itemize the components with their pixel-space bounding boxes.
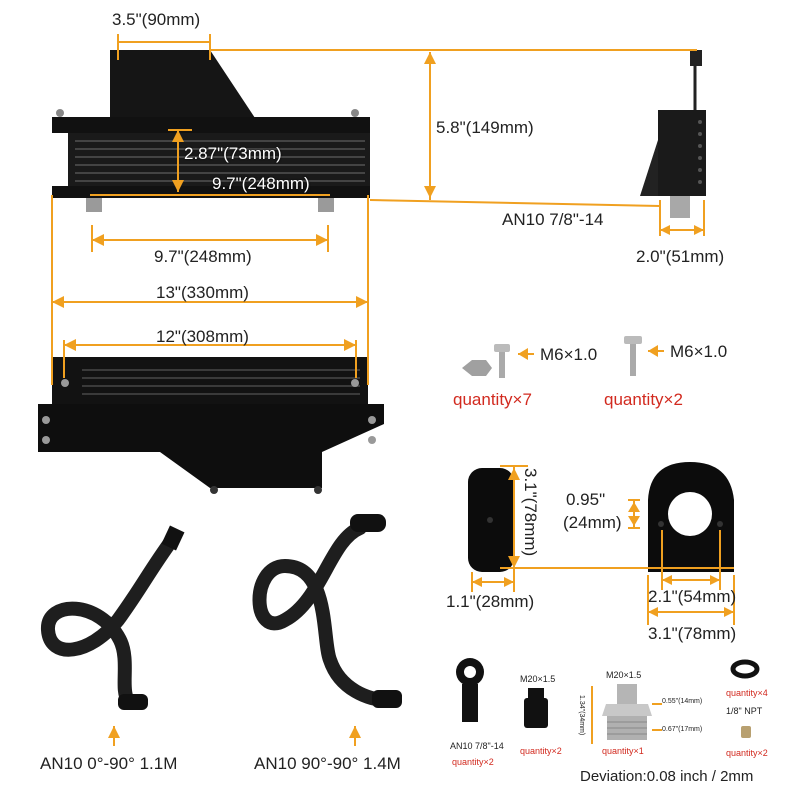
adapter-thickness-label: 1.1"(28mm)	[446, 592, 535, 611]
oil-cooler-side-view	[640, 50, 706, 218]
hole-spacing-label: 12"(308mm)	[156, 327, 249, 346]
dimension-lines	[51, 34, 735, 746]
oring-quantity: quantity×4	[726, 688, 768, 698]
hose-1-label: AN10 0°-90° 1.1M	[40, 754, 178, 773]
banjo-quantity: quantity×2	[452, 757, 494, 767]
adapter-hole-label: 0.95"	[566, 490, 606, 509]
sandwich-label: M20×1.5	[606, 670, 642, 680]
adapter-hole-mm-label: (24mm)	[563, 513, 622, 532]
adapter-inner-width-label: 2.1"(54mm)	[648, 587, 737, 606]
bracket-width-label: 3.5"(90mm)	[112, 10, 201, 29]
core-width-inner-label: 9.7"(248mm)	[212, 174, 310, 193]
npt-plug	[741, 726, 751, 738]
m6-bolt	[624, 336, 642, 376]
banjo-label: AN10 7/8"-14	[450, 741, 504, 751]
bolt-2-quantity: quantity×2	[604, 390, 683, 409]
banjo-bolt	[524, 688, 548, 728]
side-depth-label: 2.0"(51mm)	[636, 247, 725, 266]
banjo-fitting	[456, 658, 484, 722]
bolt-1-label: M6×1.0	[540, 345, 598, 364]
hose-2-label: AN10 90°-90° 1.4M	[254, 754, 401, 773]
sandwich-adapter	[602, 684, 652, 740]
o-ring	[730, 659, 760, 679]
flange-bolt-with-nut	[462, 344, 510, 378]
oil-cooler-bottom-view	[38, 357, 384, 494]
plug-label: 1/8" NPT	[726, 706, 763, 716]
oil-cooler-top-view	[52, 50, 370, 212]
dimension-arrowheads	[52, 52, 734, 738]
bolt-fitting-quantity: quantity×2	[520, 746, 562, 756]
hose-90-90	[252, 521, 392, 707]
overall-width-label: 13"(330mm)	[156, 283, 249, 302]
deviation-note: Deviation:0.08 inch / 2mm	[580, 768, 754, 785]
sandwich-dim-a: 0.55"(14mm)	[662, 698, 703, 705]
total-height-label: 5.8"(149mm)	[436, 118, 534, 137]
sandwich-dim-h: 1.34"(34mm)	[578, 695, 585, 736]
bolt-fitting-label: M20×1.5	[520, 674, 556, 684]
port-size-label: AN10 7/8"-14	[502, 210, 604, 229]
adapter-block-side	[468, 468, 514, 572]
plug-quantity: quantity×2	[726, 748, 768, 758]
sandwich-quantity: quantity×1	[602, 746, 644, 756]
bolt-1-quantity: quantity×7	[453, 390, 532, 409]
bolt-2-label: M6×1.0	[670, 342, 728, 361]
adapter-height-label: 3.1"(78mm)	[521, 468, 540, 557]
adapter-block-front	[648, 462, 734, 572]
core-height-label: 2.87"(73mm)	[184, 144, 282, 163]
sandwich-dim-b: 0.67"(17mm)	[662, 726, 703, 733]
adapter-outer-width-label: 3.1"(78mm)	[648, 624, 737, 643]
core-width-lower-label: 9.7"(248mm)	[154, 247, 252, 266]
hose-0-90	[41, 533, 179, 707]
